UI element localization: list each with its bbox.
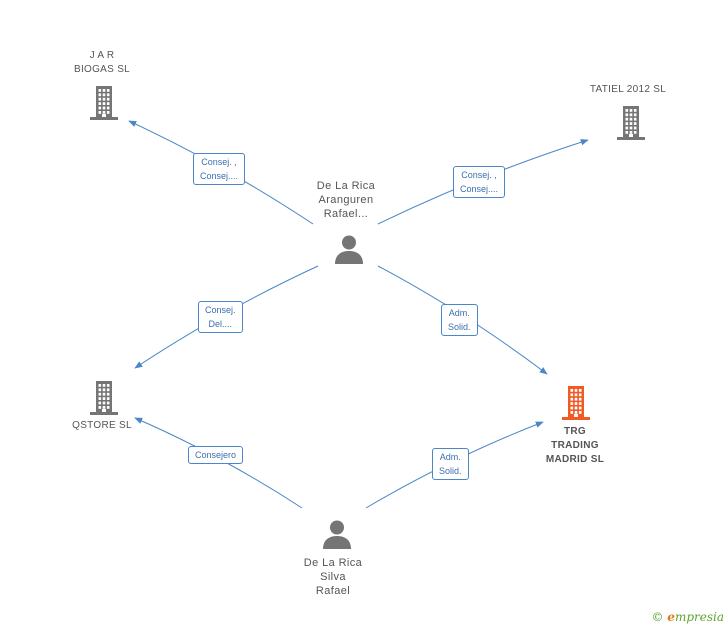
label-line: Consej. <box>205 305 236 315</box>
edge-label-silva-qstore[interactable]: Consejero <box>188 446 244 464</box>
node-label-trg-trading[interactable]: TRG TRADING MADRID SL <box>525 425 625 467</box>
empresia-logo[interactable]: © empresia <box>651 610 724 624</box>
label-line: Consej.... <box>200 171 239 181</box>
label-line: Solid. <box>448 322 471 332</box>
brand-initial: e <box>667 610 675 624</box>
label-line: QSTORE SL <box>72 420 132 431</box>
label-line: Adm. <box>439 452 461 462</box>
label-line: J A R <box>89 50 115 61</box>
edge-label-aranguren-qstore[interactable]: Consej. Del.... <box>198 301 243 333</box>
node-label-jar-biogas[interactable]: J A R BIOGAS SL <box>52 49 152 77</box>
label-line: Consej.... <box>460 184 499 194</box>
label-line: Rafael <box>315 585 351 597</box>
person-icon[interactable] <box>334 234 364 269</box>
label-line: TRADING <box>551 440 599 451</box>
edge-label-silva-trg[interactable]: Adm. Solid. <box>432 448 469 480</box>
edge-label-aranguren-jar[interactable]: Consej. , Consej.... <box>193 153 246 185</box>
label-line: MADRID SL <box>545 454 605 465</box>
label-line: Del.... <box>208 319 233 329</box>
label-line: Consejero <box>195 450 237 460</box>
label-line: De La Rica <box>316 180 376 192</box>
label-line: Silva <box>320 571 346 583</box>
label-line: BIOGAS SL <box>73 64 131 75</box>
node-label-tatiel[interactable]: TATIEL 2012 SL <box>578 83 678 97</box>
person-icon[interactable] <box>322 519 352 554</box>
building-icon[interactable] <box>561 384 591 425</box>
copyright-symbol: © <box>651 610 664 624</box>
edge-label-aranguren-tatiel[interactable]: Consej. , Consej.... <box>453 166 506 198</box>
label-line: Solid. <box>439 466 462 476</box>
label-line: TRG <box>563 426 586 437</box>
label-line: Consej. , <box>461 170 497 180</box>
building-icon[interactable] <box>89 379 119 420</box>
label-line: TATIEL 2012 SL <box>589 84 667 95</box>
label-line: Rafael... <box>323 208 369 220</box>
building-icon[interactable] <box>616 104 646 145</box>
node-label-qstore[interactable]: QSTORE SL <box>52 419 152 433</box>
label-line: Adm. <box>448 308 470 318</box>
label-line: Aranguren <box>318 194 374 206</box>
building-icon[interactable] <box>89 84 119 125</box>
brand-name: mpresia <box>674 610 724 624</box>
label-line: Consej. , <box>201 157 237 167</box>
edge-label-aranguren-trg[interactable]: Adm. Solid. <box>441 304 478 336</box>
label-line: De La Rica <box>303 557 363 569</box>
